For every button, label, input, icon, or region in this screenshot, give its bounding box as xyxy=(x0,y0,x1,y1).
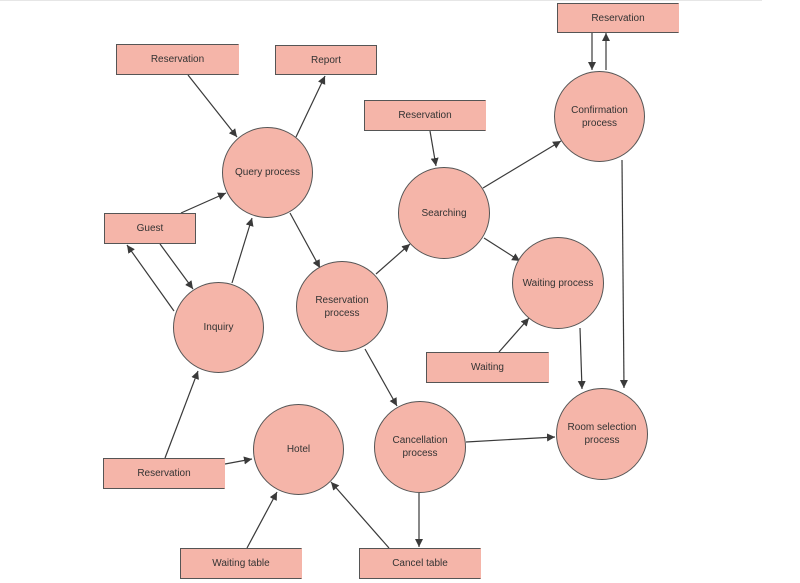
arrow-waiting-table-to-hotel xyxy=(246,491,278,549)
process-room-selection: Room selection process xyxy=(556,388,648,480)
arrow-inquiry-to-guest xyxy=(126,244,175,312)
arrow-waiting-to-waiting-process xyxy=(498,317,530,353)
arrow-reservation-process-to-cancellation xyxy=(364,348,398,407)
arrow-searching-to-waiting-process xyxy=(483,237,521,262)
entity-report: Report xyxy=(275,45,377,75)
process-query: Query process xyxy=(222,127,313,218)
arrow-cancel-table-to-hotel xyxy=(330,481,390,549)
arrow-inquiry-to-query xyxy=(231,217,254,284)
arrow-res-entity-to-hotel xyxy=(224,456,253,465)
process-hotel: Hotel xyxy=(253,404,344,495)
process-confirmation: Confirmation process xyxy=(554,71,645,162)
top-border-line xyxy=(0,0,762,1)
entity-waiting: Waiting xyxy=(426,352,549,383)
arrow-guest-to-query xyxy=(180,192,227,214)
process-searching: Searching xyxy=(398,167,490,259)
arrow-searching-to-confirmation xyxy=(482,140,562,189)
entity-waiting-table: Waiting table xyxy=(180,548,302,579)
arrow-reservation-process-to-searching xyxy=(375,243,411,275)
arrow-res-entity-to-inquiry xyxy=(164,370,199,459)
arrow-reservation-to-query xyxy=(187,74,238,138)
arrow-cancellation-to-room-selection xyxy=(465,433,556,443)
arrow-query-to-reservation-process xyxy=(289,212,321,269)
entity-guest: Guest xyxy=(104,213,196,244)
entity-cancel-table: Cancel table xyxy=(359,548,481,579)
entity-reservation-top-right: Reservation xyxy=(557,3,679,33)
arrow-guest-to-inquiry xyxy=(159,243,194,290)
entity-reservation-search: Reservation xyxy=(364,100,486,131)
arrow-res-entity-to-searching xyxy=(429,130,439,167)
entity-reservation-bottom-left: Reservation xyxy=(103,458,225,489)
process-reservation: Reservation process xyxy=(296,261,388,352)
process-cancellation: Cancellation process xyxy=(374,401,466,493)
arrow-waiting-process-to-room-selection xyxy=(577,327,586,390)
process-inquiry: Inquiry xyxy=(173,282,264,373)
arrow-query-to-report xyxy=(295,75,326,138)
arrow-confirmation-to-room-selection xyxy=(619,159,628,389)
entity-reservation-top-left: Reservation xyxy=(116,44,239,75)
process-waiting: Waiting process xyxy=(512,237,604,329)
